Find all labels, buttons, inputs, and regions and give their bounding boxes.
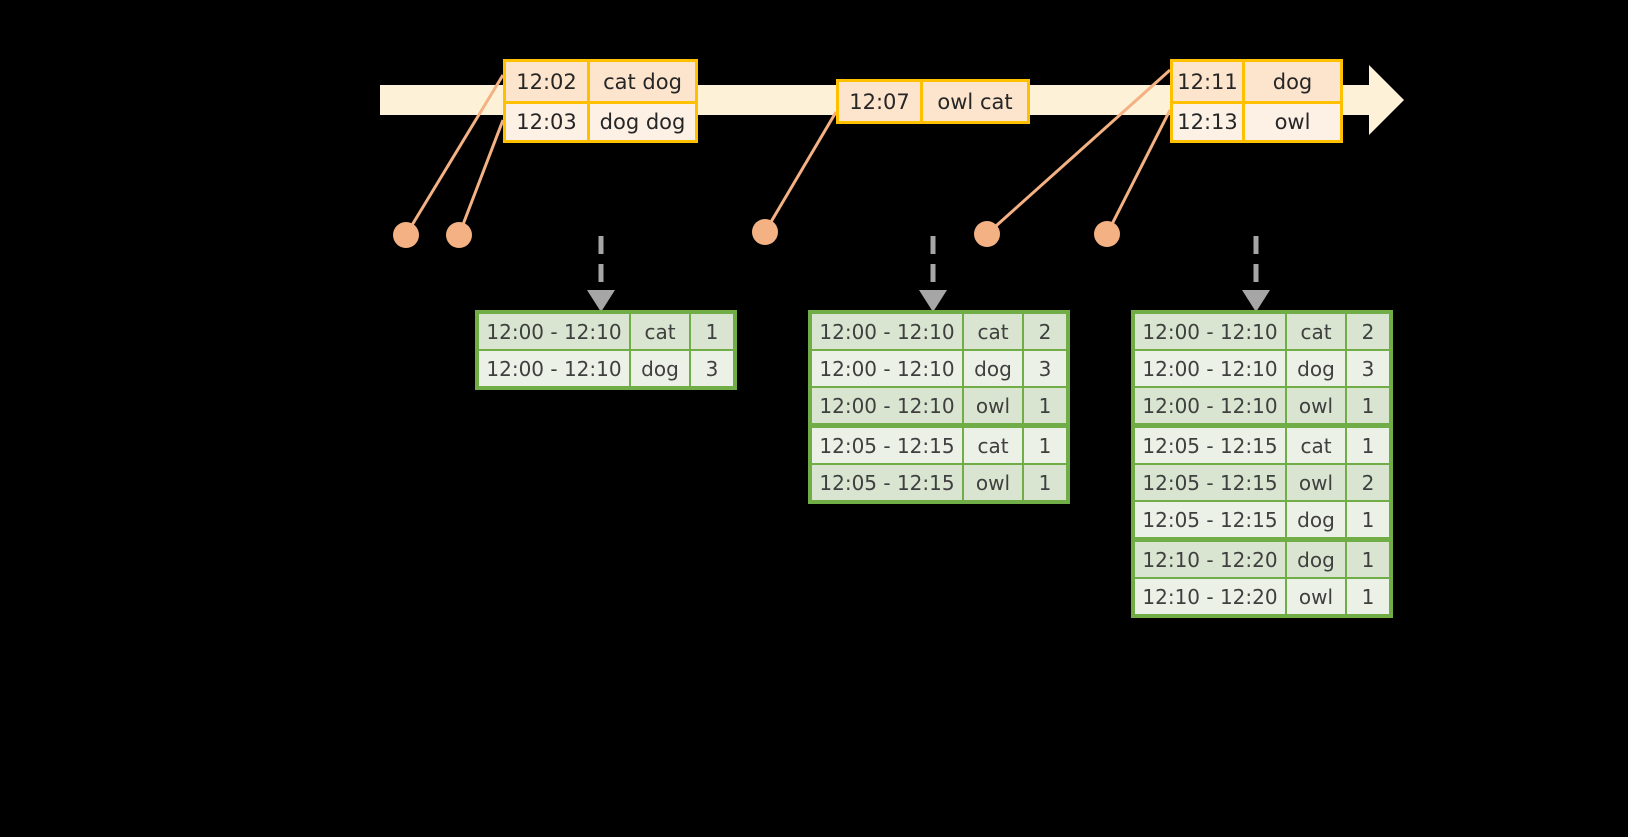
table-cell-word: cat [1287, 428, 1345, 463]
table-cell-window: 12:05 - 12:15 [812, 428, 962, 463]
table-cell-window: 12:00 - 12:10 [479, 314, 629, 349]
timeline-event-row[interactable]: 12:03 dog dog [506, 101, 695, 140]
table-cell-count: 1 [1347, 502, 1389, 537]
table-cell-count: 2 [1347, 465, 1389, 500]
table-cell-word: dog [1287, 542, 1345, 577]
table-cell-count: 1 [691, 314, 733, 349]
table-cell-window: 12:05 - 12:15 [812, 465, 962, 500]
table-cell-count: 2 [1024, 314, 1066, 349]
timeline-event-group-2[interactable]: 12:07 owl cat [836, 79, 1030, 124]
event-words: owl [1245, 104, 1340, 140]
table-cell-word: cat [964, 428, 1022, 463]
table-cell-count: 1 [1024, 428, 1066, 463]
table-cell-window: 12:10 - 12:20 [1135, 579, 1285, 614]
table-cell-word: dog [1287, 351, 1345, 386]
event-dot-3 [752, 219, 778, 245]
event-time: 12:02 [506, 62, 590, 101]
event-words: dog dog [590, 104, 695, 140]
timeline-event-row[interactable]: 12:07 owl cat [839, 82, 1027, 121]
table-cell-window: 12:00 - 12:10 [812, 351, 962, 386]
table-cell-window: 12:00 - 12:10 [1135, 351, 1285, 386]
connector-line-2 [457, 119, 505, 236]
dashed-arrow-head-2 [919, 290, 947, 312]
table-cell-count: 1 [1347, 388, 1389, 423]
table-cell-word: owl [964, 388, 1022, 423]
event-time: 12:13 [1173, 104, 1245, 140]
table-cell-window: 12:10 - 12:20 [1135, 542, 1285, 577]
event-words: cat dog [590, 62, 695, 101]
table-cell-word: owl [964, 465, 1022, 500]
table-cell-window: 12:05 - 12:15 [1135, 465, 1285, 500]
event-dot-5 [1094, 221, 1120, 247]
table-cell-count: 1 [1024, 465, 1066, 500]
table-cell-word: dog [964, 351, 1022, 386]
table-cell-window: 12:00 - 12:10 [1135, 388, 1285, 423]
timeline-event-group-1[interactable]: 12:02 cat dog 12:03 dog dog [503, 59, 698, 143]
table-cell-word: owl [1287, 388, 1345, 423]
table-cell-count: 1 [1024, 388, 1066, 423]
table-cell-window: 12:00 - 12:10 [812, 388, 962, 423]
table-cell-word: cat [964, 314, 1022, 349]
table-cell-window: 12:00 - 12:10 [479, 351, 629, 386]
table-cell-count: 1 [1347, 579, 1389, 614]
table-cell-count: 1 [1347, 428, 1389, 463]
table-cell-window: 12:05 - 12:15 [1135, 502, 1285, 537]
event-time: 12:03 [506, 104, 590, 140]
connector-line-5 [1105, 109, 1172, 235]
table-cell-word: owl [1287, 579, 1345, 614]
event-dot-1 [393, 222, 419, 248]
event-dot-2 [446, 222, 472, 248]
event-words: dog [1245, 62, 1340, 101]
table-cell-count: 3 [691, 351, 733, 386]
table-cell-count: 2 [1347, 314, 1389, 349]
table-cell-word: cat [631, 314, 689, 349]
connector-line-1 [404, 74, 505, 236]
table-cell-word: owl [1287, 465, 1345, 500]
table-cell-word: dog [1287, 502, 1345, 537]
event-dot-4 [974, 221, 1000, 247]
connector-line-3 [763, 111, 838, 233]
event-words: owl cat [923, 82, 1027, 121]
table-cell-word: cat [1287, 314, 1345, 349]
timeline-event-row[interactable]: 12:11 dog [1173, 62, 1340, 101]
event-time: 12:07 [839, 82, 923, 121]
event-time: 12:11 [1173, 62, 1245, 101]
table-cell-word: dog [631, 351, 689, 386]
dashed-arrow-head-1 [587, 290, 615, 312]
table-cell-count: 1 [1347, 542, 1389, 577]
table-cell-window: 12:00 - 12:10 [1135, 314, 1285, 349]
table-cell-window: 12:05 - 12:15 [1135, 428, 1285, 463]
table-cell-window: 12:00 - 12:10 [812, 314, 962, 349]
table-cell-count: 3 [1347, 351, 1389, 386]
timeline-event-group-3[interactable]: 12:11 dog 12:13 owl [1170, 59, 1343, 143]
table-cell-count: 3 [1024, 351, 1066, 386]
timeline-event-row[interactable]: 12:13 owl [1173, 101, 1340, 140]
timeline-event-row[interactable]: 12:02 cat dog [506, 62, 695, 101]
dashed-arrow-head-3 [1242, 290, 1270, 312]
